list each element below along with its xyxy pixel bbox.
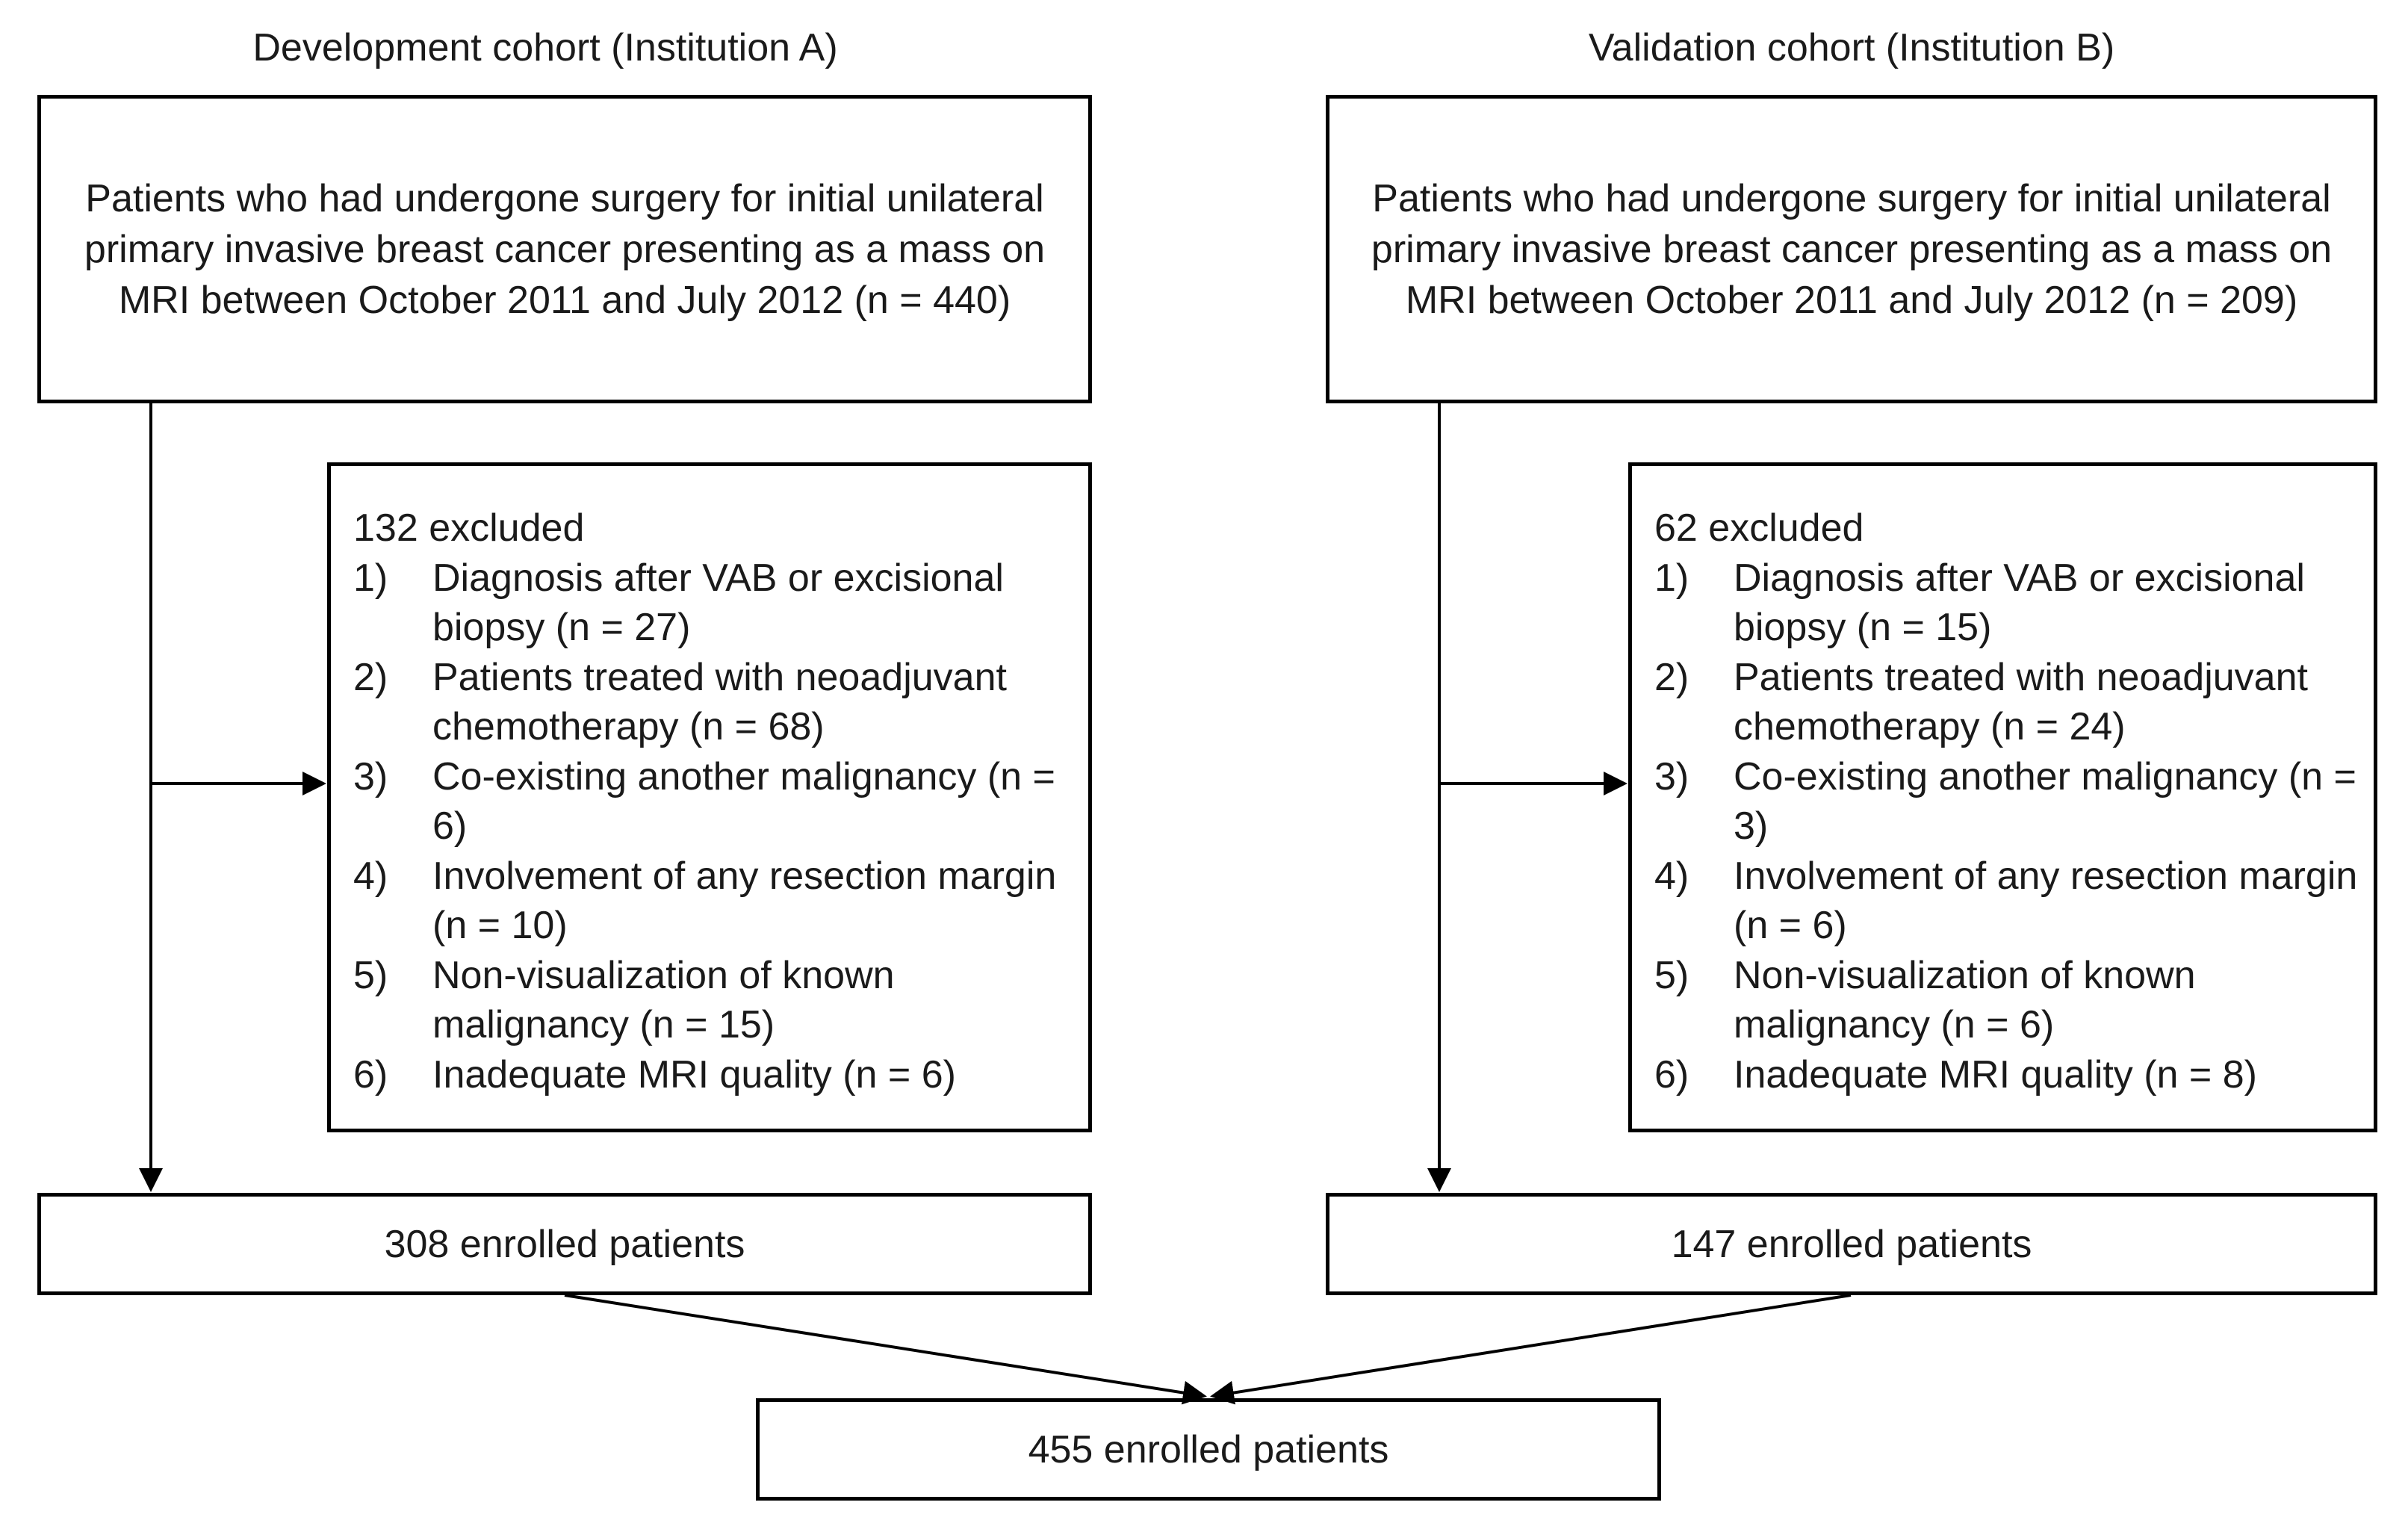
exclusion-item: 3) Co-existing another malignancy (n = 3…	[1654, 752, 2359, 851]
development-to-combined-arrow	[564, 1294, 1207, 1405]
exclusion-item: 5) Non-visualization of known malignancy…	[353, 951, 1073, 1050]
exclusion-item: 2) Patients treated with neoadjuvant che…	[1654, 653, 2359, 752]
combined-enrolled-text: 455 enrolled patients	[1028, 1427, 1389, 1471]
exclusion-number: 4)	[1654, 854, 1689, 898]
development-enrolled-text: 308 enrolled patients	[384, 1222, 745, 1266]
exclusion-text: Involvement of any resection margin (n =…	[1734, 854, 2358, 948]
exclusion-item: 4) Involvement of any resection margin (…	[1654, 851, 2359, 951]
exclusion-number: 1)	[1654, 556, 1689, 600]
development-enrolled-box: 308 enrolled patients	[37, 1193, 1092, 1295]
validation-initial-patients-box: Patients who had undergone surgery for i…	[1326, 95, 2377, 403]
exclusion-text: Inadequate MRI quality (n = 8)	[1734, 1052, 2257, 1096]
exclusion-text: Diagnosis after VAB or excisional biopsy…	[1734, 556, 2305, 650]
exclusion-text: Co-existing another malignancy (n = 3)	[1734, 754, 2356, 849]
validation-excluded-count: 62 excluded	[1654, 506, 1864, 550]
exclusion-item: 3) Co-existing another malignancy (n = 6…	[353, 752, 1073, 851]
exclusion-number: 4)	[353, 854, 388, 898]
validation-enrolled-text: 147 enrolled patients	[1671, 1222, 2032, 1266]
exclusion-item: 1) Diagnosis after VAB or excisional bio…	[1654, 553, 2359, 653]
exclusion-number: 3)	[353, 754, 388, 798]
exclusion-text: Patients treated with neoadjuvant chemot…	[432, 655, 1007, 749]
exclusion-item: 4) Involvement of any resection margin (…	[353, 851, 1073, 951]
exclusion-item: 1) Diagnosis after VAB or excisional bio…	[353, 553, 1073, 653]
exclusion-number: 6)	[1654, 1052, 1689, 1096]
exclusion-number: 6)	[353, 1052, 388, 1096]
exclusion-text: Diagnosis after VAB or excisional biopsy…	[432, 556, 1004, 650]
combined-enrolled-box: 455 enrolled patients	[756, 1398, 1661, 1501]
development-cohort-heading: Development cohort (Institution A)	[252, 26, 838, 69]
exclusion-number: 2)	[353, 655, 388, 699]
exclusion-item: 6) Inadequate MRI quality (n = 6)	[353, 1050, 1073, 1100]
exclusion-number: 3)	[1654, 754, 1689, 798]
validation-initial-patients-text: Patients who had undergone surgery for i…	[1371, 176, 2333, 322]
exclusion-text: Inadequate MRI quality (n = 6)	[432, 1052, 956, 1096]
exclusion-text: Non-visualization of known malignancy (n…	[1734, 953, 2196, 1047]
exclusion-item: 2) Patients treated with neoadjuvant che…	[353, 653, 1073, 752]
development-initial-patients-box: Patients who had undergone surgery for i…	[37, 95, 1092, 403]
validation-exclusion-box: 62 excluded 1) Diagnosis after VAB or ex…	[1628, 462, 2377, 1132]
development-exclusion-box: 132 excluded 1) Diagnosis after VAB or e…	[327, 462, 1092, 1132]
exclusion-number: 5)	[353, 953, 388, 997]
validation-to-combined-arrow	[1210, 1294, 1852, 1405]
exclusion-number: 2)	[1654, 655, 1689, 699]
exclusion-text: Involvement of any resection margin (n =…	[432, 854, 1057, 948]
development-excluded-count: 132 excluded	[353, 506, 585, 550]
exclusion-number: 1)	[353, 556, 388, 600]
exclusion-text: Patients treated with neoadjuvant chemot…	[1734, 655, 2308, 749]
development-initial-patients-text: Patients who had undergone surgery for i…	[84, 176, 1046, 322]
exclusion-text: Non-visualization of known malignancy (n…	[432, 953, 895, 1047]
validation-enrolled-box: 147 enrolled patients	[1326, 1193, 2377, 1295]
exclusion-text: Co-existing another malignancy (n = 6)	[432, 754, 1055, 849]
exclusion-item: 5) Non-visualization of known malignancy…	[1654, 951, 2359, 1050]
validation-cohort-heading: Validation cohort (Institution B)	[1588, 26, 2115, 69]
exclusion-item: 6) Inadequate MRI quality (n = 8)	[1654, 1050, 2359, 1100]
exclusion-number: 5)	[1654, 953, 1689, 997]
